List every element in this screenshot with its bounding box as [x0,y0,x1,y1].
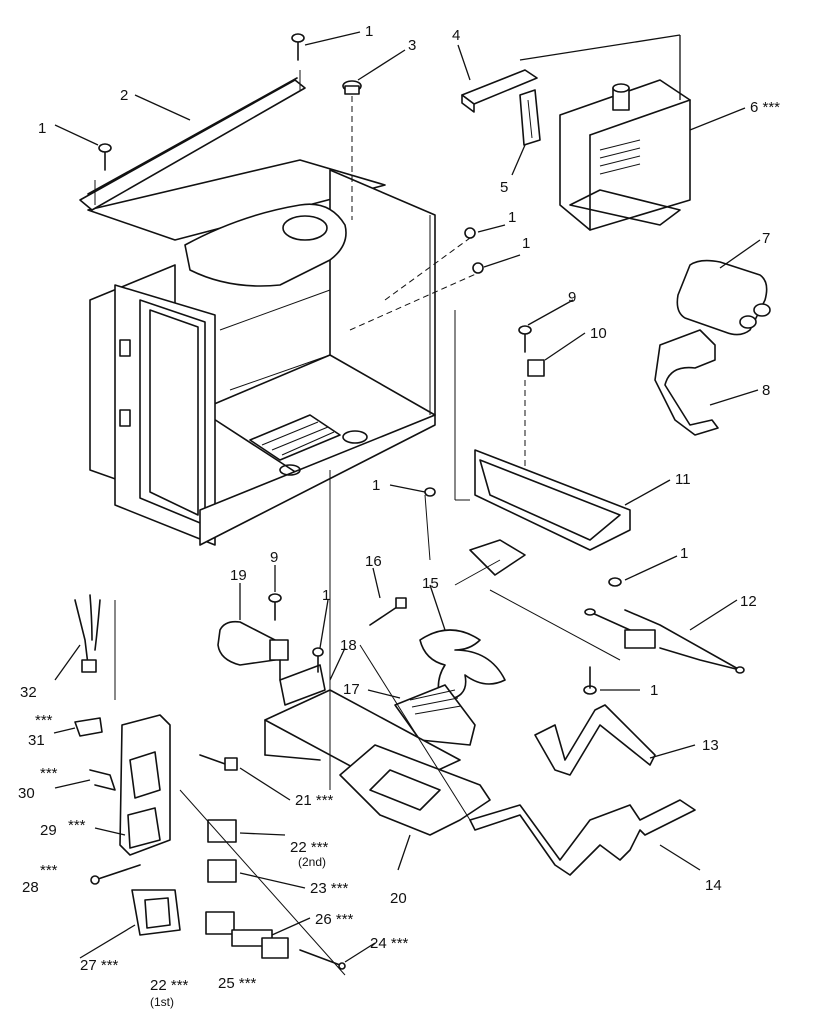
switch-lever-30 [89,769,116,791]
callout-2: 2 [120,87,128,104]
callout-18: 18 [340,637,357,654]
screw-9-upper [518,325,532,353]
callout-31-stars: *** [35,712,53,729]
gasket-block-4 [461,69,538,113]
callout-32: 32 [20,684,37,701]
leader-lines [53,31,761,963]
callout-9-lower: 9 [270,549,278,566]
screw-lower-right [583,666,597,695]
assembly-guide-lines [114,470,621,976]
callout-11: 11 [675,471,691,488]
screw-28 [90,864,141,885]
callout-26: 26 *** [315,911,354,928]
micro-switch-23 [207,859,237,883]
callout-28: 28 [22,879,39,896]
callout-28-stars: *** [40,862,58,879]
micro-switch-22-2nd [207,819,237,843]
callout-14: 14 [705,877,722,894]
screw-left [98,143,112,171]
callout-13: 13 [702,737,719,754]
callout-22-2nd: 22 *** [290,839,329,856]
callout-1-mid-b: 1 [522,235,530,252]
callout-labels: 1 1 2 3 4 5 6 *** 1 1 7 8 9 10 11 1 1 12… [18,23,780,1009]
callout-17: 17 [343,681,360,698]
wire-harness [74,594,101,673]
callout-1-center: 1 [372,477,380,494]
fan-motor [394,684,476,746]
micro-switch-25 [261,937,289,959]
callout-4: 4 [452,27,460,44]
callout-27: 27 *** [80,957,119,974]
floor-vent-grid [249,414,341,461]
seal-strip-14 [469,799,696,876]
callout-1-mid-a: 1 [508,209,516,226]
screw-24 [299,949,346,970]
callout-22-1st-note: (1st) [150,995,174,1009]
callout-5: 5 [500,179,508,196]
callout-1-lower-right: 1 [650,682,658,699]
callout-12: 12 [740,593,757,610]
callout-1-left: 1 [38,120,46,137]
top-mounting-rail [79,70,306,211]
stud-21 [199,754,238,771]
callout-9-upper: 9 [568,289,576,306]
callout-1-right: 1 [680,545,688,562]
callout-21: 21 *** [295,792,334,809]
callout-15: 15 [422,575,439,592]
callout-16: 16 [365,553,382,570]
stud-nut [342,80,362,220]
thermal-fuse-lead [584,608,745,674]
switch-lever-31 [74,717,103,737]
screw-16 [369,597,407,626]
magnetron [519,34,691,231]
capacitor-clamp [654,329,719,436]
callout-20: 20 [390,890,407,907]
callout-29: 29 [40,822,57,839]
gasket-block-5 [519,89,541,146]
callout-31: 31 [28,732,45,749]
callout-7: 7 [762,230,770,247]
high-voltage-capacitor [676,259,771,336]
screw-center [424,487,436,497]
micro-switch-22-1st [205,911,235,935]
screw-right [608,577,622,587]
callout-3: 3 [408,37,416,54]
callout-22-2nd-note: (2nd) [298,855,326,869]
magnetron-cooling-fins [599,139,641,175]
mounting-bracket [454,310,631,576]
screws-middle [349,227,484,331]
callout-19: 19 [230,567,247,584]
seal-strip-13 [534,704,656,776]
screw-top [291,33,305,61]
air-duct [339,744,491,836]
callout-29-stars: *** [68,817,86,834]
oven-lamp [217,620,289,681]
interlock-bracket [119,714,171,856]
screw-lower-mid [312,647,324,673]
callout-30: 30 [18,785,35,802]
callout-1-top: 1 [365,23,373,40]
callout-23: 23 *** [310,880,349,897]
callout-24: 24 *** [370,935,409,952]
callout-22-1st: 22 *** [150,977,189,994]
oven-cabinet-frame [87,159,436,546]
screw-9-lower [268,593,282,621]
callout-6: 6 *** [750,99,780,116]
callout-1-lower-mid: 1 [322,587,330,604]
callout-25: 25 *** [218,975,257,992]
callout-10: 10 [590,325,607,342]
fan-blade [419,629,506,701]
callout-8: 8 [762,382,770,399]
callout-30-stars: *** [40,765,58,782]
switch-cover-plate [131,889,181,936]
